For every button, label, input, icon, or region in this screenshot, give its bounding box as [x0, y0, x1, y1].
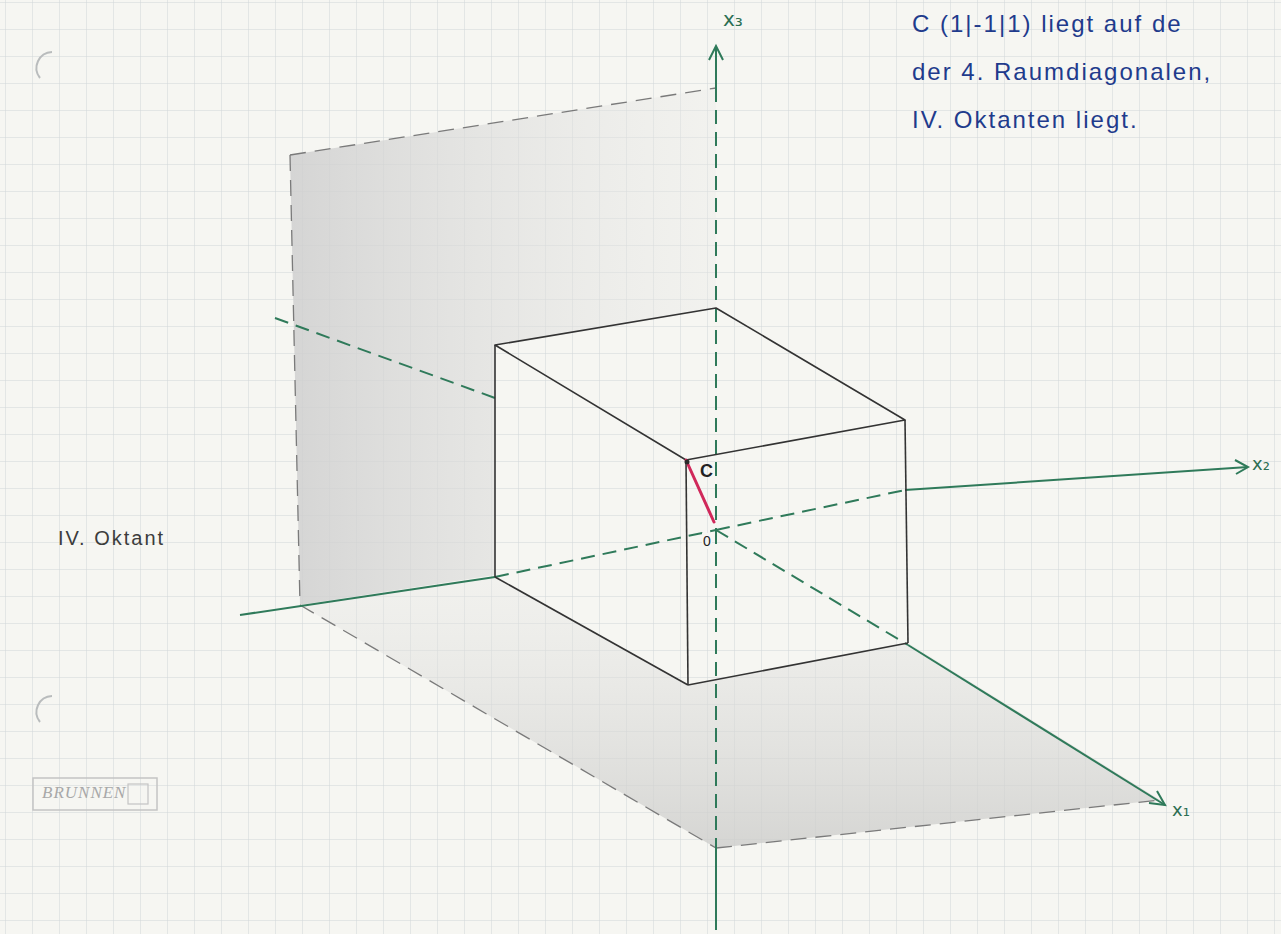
axes: [240, 46, 1248, 930]
watermark: BRUNNEN: [42, 783, 126, 803]
punch-hole: [36, 696, 52, 722]
origin-label: 0: [702, 533, 712, 549]
logo-frame: [33, 778, 157, 810]
axis-label: x₃: [723, 8, 743, 31]
diagonal-segment: [686, 460, 714, 522]
punch-hole: [36, 52, 52, 78]
point-c: [685, 460, 690, 465]
shaded-wall: [290, 88, 716, 605]
logo-icon: [128, 784, 148, 804]
cube: [495, 308, 908, 685]
axis-label: x₁: [1172, 800, 1190, 821]
note-line: C (1|-1|1) liegt auf de: [912, 10, 1183, 38]
octant-label: IV. Oktant: [58, 527, 165, 550]
note-line: IV. Oktanten liegt.: [912, 106, 1139, 134]
axis-label: x₂: [1252, 454, 1270, 475]
note-line: der 4. Raumdiagonalen,: [912, 58, 1212, 86]
shaded-floor: [300, 577, 1160, 848]
plane-edges: [290, 88, 1160, 848]
point-label: C: [700, 461, 713, 482]
